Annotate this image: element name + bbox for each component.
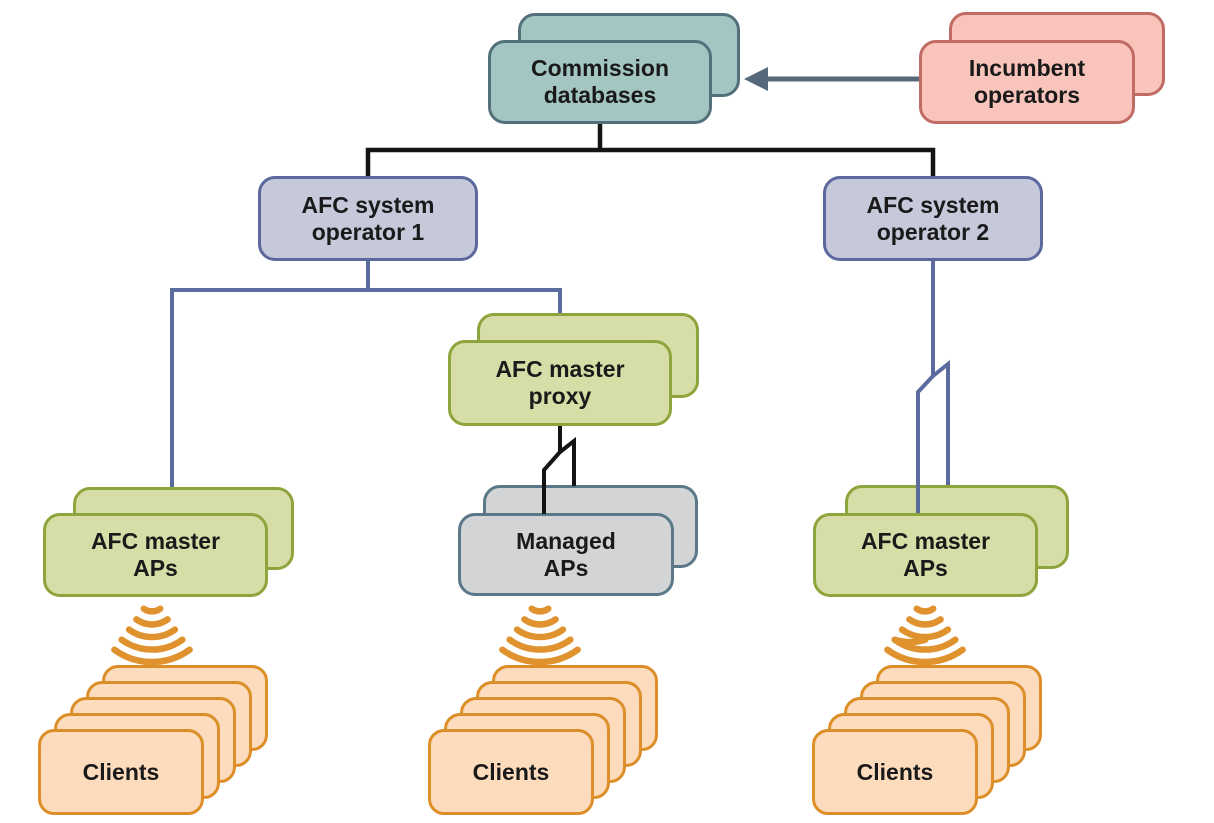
wifi-signal-icon [499, 605, 581, 666]
clients-middle-card: Clients [428, 729, 594, 815]
afc-system-operator-2-card: AFC system operator 2 [823, 176, 1043, 261]
clients-left-card: Clients [38, 729, 204, 815]
afc-master-aps-right-card: AFC master APs [813, 513, 1038, 597]
afc-master-aps-right-label: AFC master APs [860, 528, 991, 581]
afc-master-proxy-label: AFC master proxy [495, 356, 625, 409]
managed-aps-card: Managed APs [458, 513, 674, 596]
afc-master-proxy-card: AFC master proxy [448, 340, 672, 426]
incumbent-operators-card: Incumbent operators [919, 40, 1135, 124]
clients-left-label: Clients [82, 758, 160, 785]
afc-master-aps-left-card: AFC master APs [43, 513, 268, 597]
clients-middle-label: Clients [472, 758, 550, 785]
wifi-signal-icon [111, 605, 193, 666]
arrowhead-icon [744, 67, 768, 91]
clients-right-card: Clients [812, 729, 978, 815]
commission-databases-card: Commission databases [488, 40, 712, 124]
wifi-signal-icon [884, 605, 966, 666]
incumbent-operators-label: Incumbent operators [968, 55, 1086, 108]
afc-system-operator-1-card: AFC system operator 1 [258, 176, 478, 261]
managed-aps-label: Managed APs [516, 527, 616, 581]
commission-databases-label: Commission databases [530, 55, 670, 108]
clients-right-label: Clients [856, 758, 934, 785]
afc-system-operator-2-label: AFC system operator 2 [866, 191, 1000, 245]
afc-master-aps-left-label: AFC master APs [90, 528, 221, 581]
afc-system-operator-1-label: AFC system operator 1 [301, 191, 435, 245]
commission-to-operators-connector [365, 124, 936, 176]
operator2-to-aps-connector [916, 261, 950, 513]
